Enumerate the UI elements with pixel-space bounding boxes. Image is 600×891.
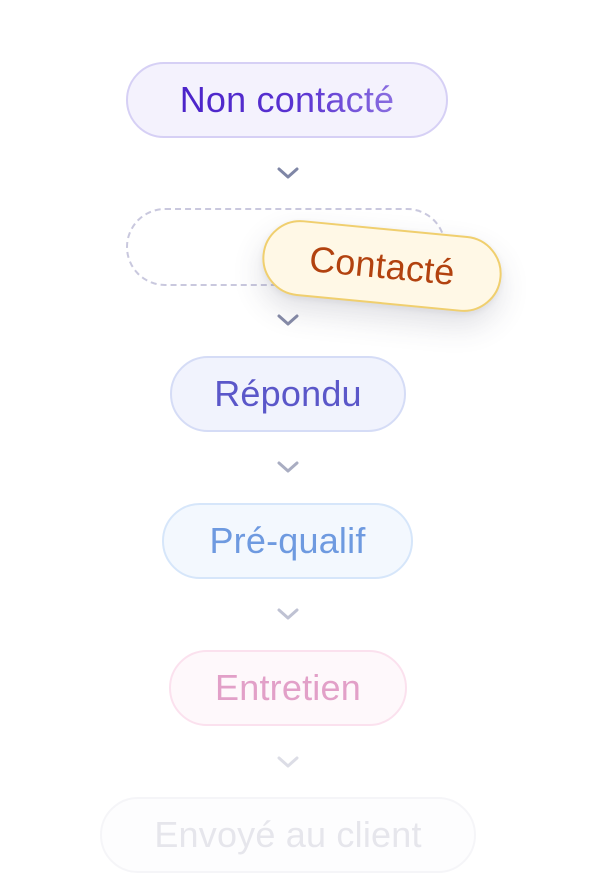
stage-label: Répondu — [214, 373, 362, 414]
stage-label: Non contacté — [179, 79, 395, 120]
stage-envoye-au-client[interactable]: Envoyé au client — [100, 797, 476, 873]
chevron-down-icon — [276, 313, 300, 327]
stage-label: Pré-qualif — [209, 520, 366, 561]
stage-label: Contacté — [307, 238, 457, 293]
chevron-down-icon — [276, 607, 300, 621]
dragged-stage-contacte[interactable]: Contacté — [258, 216, 506, 316]
stage-pre-qualif[interactable]: Pré-qualif — [162, 503, 413, 579]
chevron-down-icon — [276, 755, 300, 769]
stage-repondu[interactable]: Répondu — [170, 356, 406, 432]
stage-entretien[interactable]: Entretien — [169, 650, 407, 726]
stage-non-contacte[interactable]: Non contacté — [126, 62, 448, 138]
stage-label: Envoyé au client — [154, 814, 422, 855]
chevron-down-icon — [276, 460, 300, 474]
stage-label: Entretien — [215, 667, 361, 708]
chevron-down-icon — [276, 166, 300, 180]
